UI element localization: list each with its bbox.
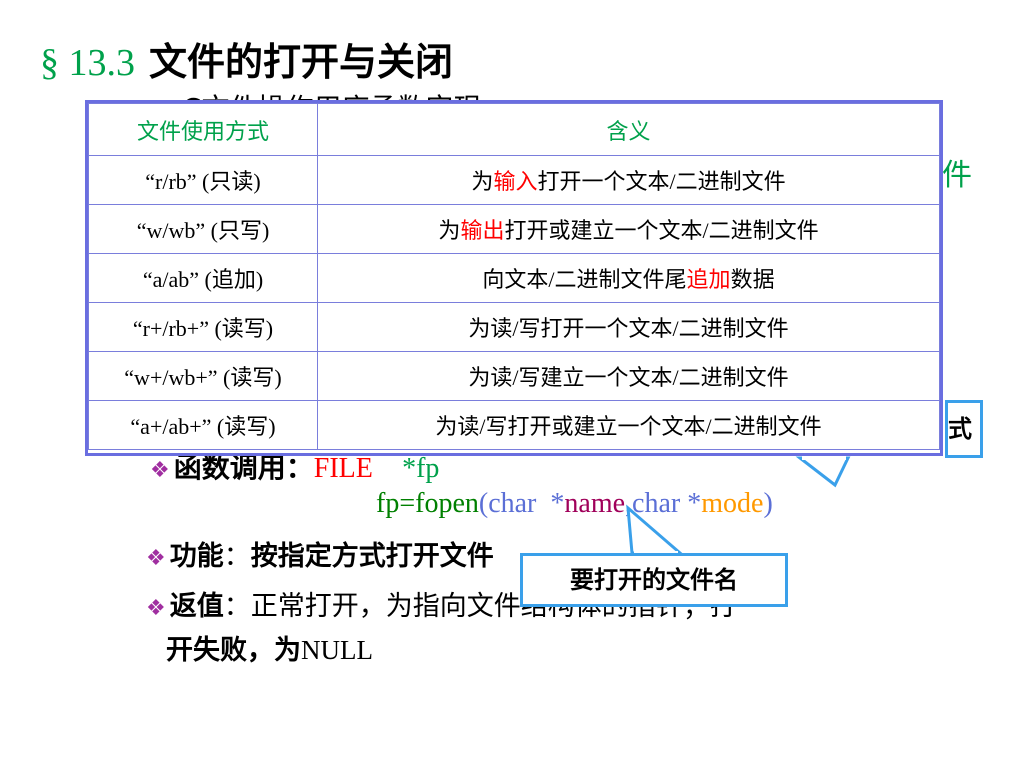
param-type-1: char — [488, 488, 537, 519]
table-header-row: 文件使用方式 含义 — [88, 103, 940, 156]
ret-null: NULL — [301, 635, 373, 665]
table-row: “w/wb” (只写)为输出打开或建立一个文本/二进制文件 — [88, 204, 940, 254]
mode-cell: “w/wb” (只写) — [88, 204, 318, 254]
diamond-bullet-icon: ❖ — [146, 546, 166, 571]
table-row: “r/rb” (只读)为输入打开一个文本/二进制文件 — [88, 155, 940, 205]
mode-cell: “r+/rb+” (读写) — [88, 302, 318, 352]
fopen-call: fp=fopen — [376, 488, 479, 519]
param-comma: , — [625, 488, 633, 519]
callout-filename: 要打开的文件名 — [520, 553, 788, 607]
meaning-cell: 为读/写建立一个文本/二进制文件 — [317, 351, 940, 401]
param-mode: mode — [701, 488, 764, 519]
meaning-highlight: 输出 — [460, 218, 505, 243]
title-text: 文件的打开与关闭 — [149, 40, 454, 84]
return-description-line2: 开失败，为NULL — [166, 628, 373, 667]
param-type-2: char — [632, 488, 681, 519]
function-call-line: ❖函数调用：FILE *fp — [150, 446, 439, 486]
header-meaning: 含义 — [317, 103, 940, 156]
ret-label: 返值 — [169, 591, 224, 622]
meaning-text: 数据 — [730, 267, 775, 292]
fp-declaration: *fp — [402, 453, 440, 484]
section-number: § 13.3 — [40, 42, 135, 84]
mode-cell: “w+/wb+” (读写) — [88, 351, 318, 401]
fopen-prototype: fp=fopen(char *name,char *mode) — [376, 488, 773, 520]
header-mode: 文件使用方式 — [88, 103, 318, 156]
meaning-text: 为读/写打开或建立一个文本/二进制文件 — [435, 414, 822, 439]
func-label: 功能 — [169, 541, 224, 572]
slide-title: § 13.3 文件的打开与关闭 — [40, 40, 453, 85]
table-row: “w+/wb+” (读写) 为读/写建立一个文本/二进制文件 — [88, 351, 940, 401]
meaning-cell: 为读/写打开一个文本/二进制文件 — [317, 302, 940, 352]
meaning-cell: 为输入打开一个文本/二进制文件 — [317, 155, 940, 205]
table-row: “r+/rb+” (读写) 为读/写打开一个文本/二进制文件 — [88, 302, 940, 352]
call-label: 函数调用： — [173, 451, 314, 484]
mode-cell: “a+/ab+” (读写) — [88, 400, 318, 450]
meaning-text: 为 — [471, 169, 494, 194]
mode-cell: “a/ab” (追加) — [88, 253, 318, 303]
param-name: name — [564, 488, 626, 519]
meaning-text: 为读/写打开一个文本/二进制文件 — [468, 316, 789, 341]
diamond-bullet-icon: ❖ — [150, 458, 170, 483]
meaning-highlight: 追加 — [686, 267, 731, 292]
meaning-text: 为 — [438, 218, 461, 243]
table-row: “a/ab” (追加)向文本/二进制文件尾追加数据 — [88, 253, 940, 303]
meaning-highlight: 输入 — [493, 169, 538, 194]
meaning-cell: 为输出打开或建立一个文本/二进制文件 — [317, 204, 940, 254]
func-text: 按指定方式打开文件 — [250, 541, 494, 572]
file-mode-table: 文件使用方式 含义 “r/rb” (只读)为输入打开一个文本/二进制文件“w/w… — [85, 100, 943, 456]
mode-cell: “r/rb” (只读) — [88, 155, 318, 205]
param-star-2: * — [687, 488, 702, 519]
diamond-bullet-icon: ❖ — [146, 596, 166, 621]
paren-open: ( — [478, 488, 489, 519]
paren-close: ) — [763, 488, 773, 519]
meaning-text: 打开一个文本/二进制文件 — [537, 169, 786, 194]
meaning-cell: 为读/写打开或建立一个文本/二进制文件 — [317, 400, 940, 450]
file-type: FILE — [313, 453, 373, 484]
meaning-text: 打开或建立一个文本/二进制文件 — [504, 218, 819, 243]
func-colon: ： — [223, 541, 251, 572]
meaning-text: 为读/写建立一个文本/二进制文件 — [468, 365, 789, 390]
hidden-line-right: 件 — [942, 158, 972, 193]
callout-mode: 式 — [945, 400, 983, 458]
meaning-cell: 向文本/二进制文件尾追加数据 — [317, 253, 940, 303]
meaning-text: 向文本/二进制文件尾 — [482, 267, 687, 292]
table-row: “a+/ab+” (读写) 为读/写打开或建立一个文本/二进制文件 — [88, 400, 940, 450]
function-description: ❖功能：按指定方式打开文件 — [146, 534, 494, 573]
param-star-1: * — [550, 488, 565, 519]
ret-line2a: 开失败，为 — [166, 635, 301, 666]
